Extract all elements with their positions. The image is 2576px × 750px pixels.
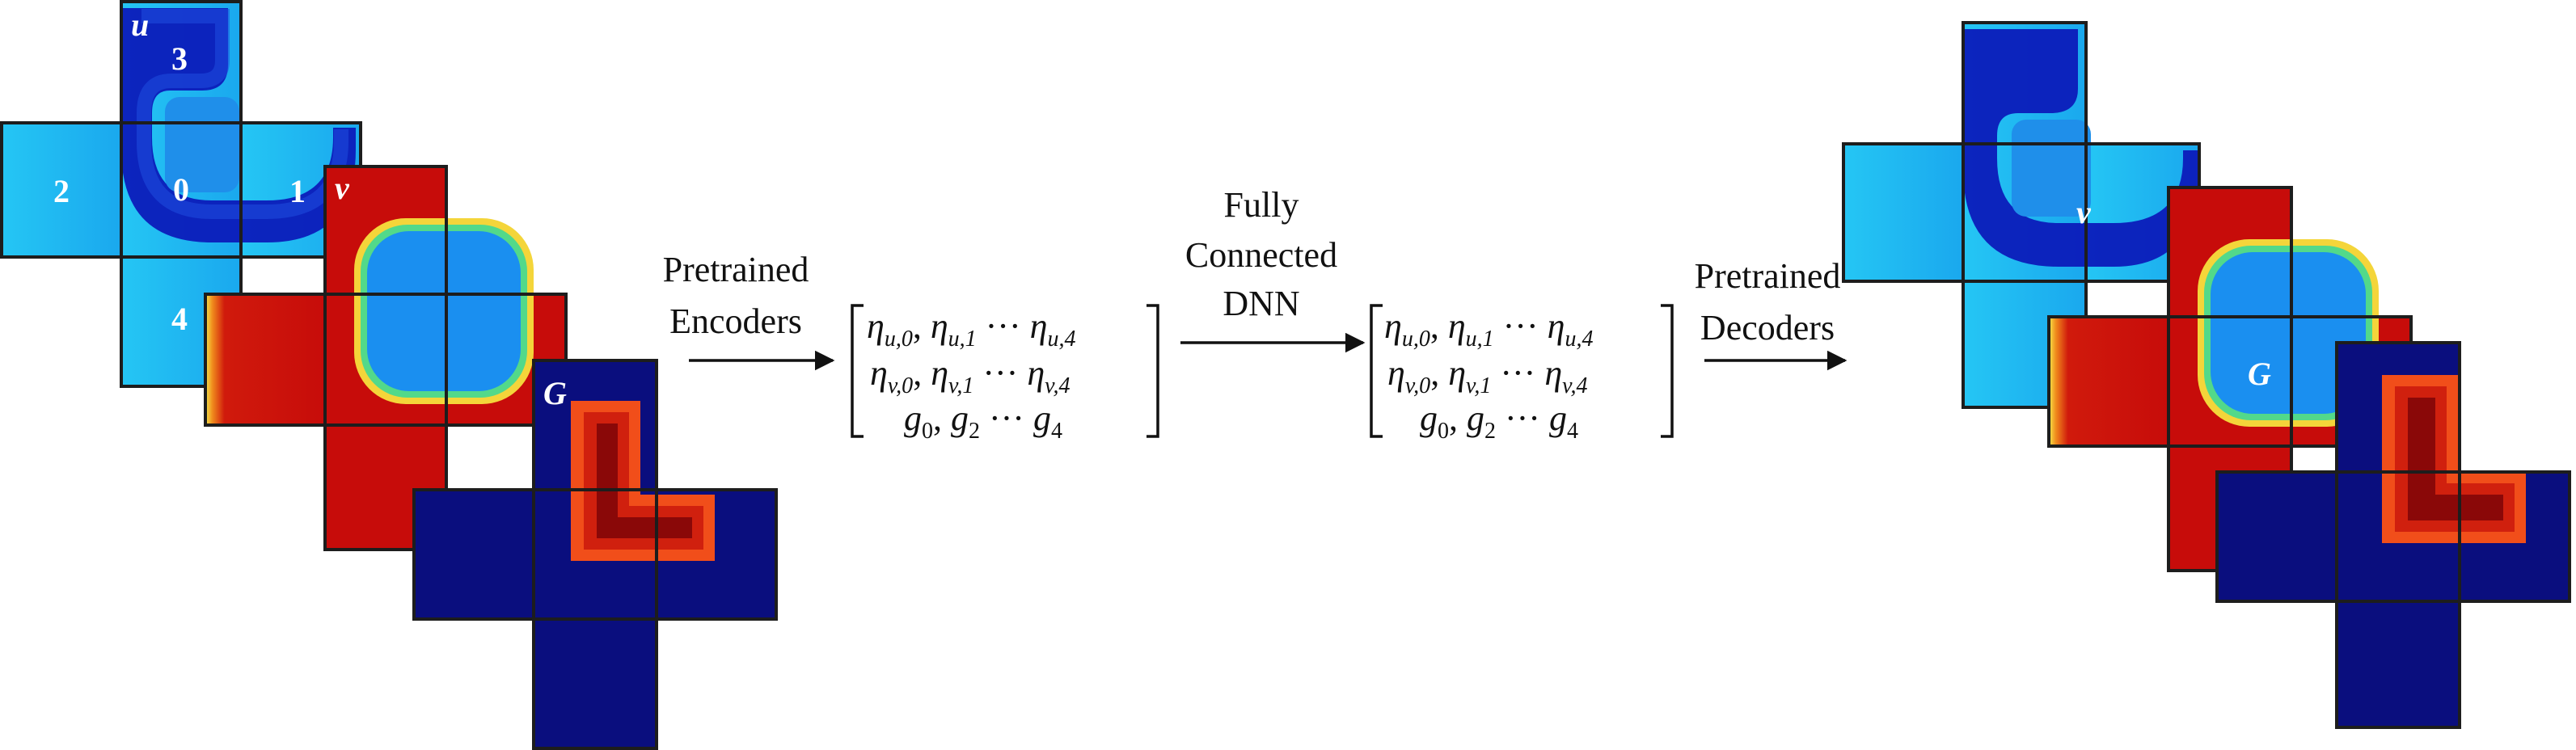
- output-v-field-label: v: [2076, 194, 2092, 230]
- dnn-caption-line1: Fully: [1224, 185, 1299, 225]
- decoder-stage: Pretrained Decoders: [1695, 256, 1848, 371]
- v-field-label: v: [335, 170, 350, 206]
- u-face-number-3: 3: [171, 40, 188, 77]
- latent2-row1-sym-b: η: [1448, 306, 1466, 346]
- dnn-stage: Fully Connected DNN: [1180, 185, 1366, 353]
- u-face-number-0: 0: [173, 171, 189, 208]
- latent1-row3-sub-b: 2: [969, 419, 980, 444]
- latent2-row2-sym-c: η: [1544, 353, 1562, 393]
- latent1-row2-sym-b: η: [931, 353, 948, 393]
- latent2-row2-sub-c: v,4: [1562, 373, 1587, 398]
- latent1-row3-dots: ···: [989, 398, 1024, 438]
- latent2-row1-sym-c: η: [1548, 306, 1565, 346]
- latent1-row2-sym-c: η: [1027, 353, 1045, 393]
- encoder-stage: Pretrained Encoders: [663, 250, 835, 371]
- svg-text:ηu,0, ηu,1 ··· ηu,4: ηu,0, ηu,1 ··· ηu,4: [1384, 306, 1593, 352]
- latent1-row1-sym-b: η: [931, 306, 948, 346]
- latent1-row1-sub-c: u,4: [1047, 327, 1075, 352]
- u-face-number-4: 4: [171, 301, 188, 337]
- latent1-row1-sym-c: η: [1030, 306, 1048, 346]
- latent-matrix-predicted: ηu,0, ηu,1 ··· ηu,4 ηv,0, ηv,1 ··· ηv,4 …: [1370, 304, 1674, 444]
- latent2-row2-sub-a: v,0: [1405, 373, 1430, 398]
- latent2-row2-sym-b: η: [1448, 353, 1466, 393]
- u-face-number-2: 2: [53, 173, 70, 209]
- output-g-field: G: [2215, 341, 2571, 729]
- latent-matrix-encoded: ηu,0, ηu,1 ··· ηu,4 ηv,0, ηv,1 ··· ηv,4 …: [851, 304, 1159, 444]
- decoder-caption-line1: Pretrained: [1695, 256, 1841, 296]
- latent1-row2-sym-a: η: [870, 353, 888, 393]
- latent1-row3-sym-a: g: [904, 398, 922, 438]
- latent1-row2-dots: ···: [982, 353, 1018, 393]
- latent1-row3-sub-a: 0: [922, 419, 933, 444]
- svg-text:ηu,0, ηu,1 ··· ηu,4: ηu,0, ηu,1 ··· ηu,4: [867, 306, 1075, 352]
- latent2-row3-sub-a: 0: [1438, 419, 1449, 444]
- dnn-caption-line2: Connected: [1185, 235, 1337, 275]
- latent2-row3-sub-b: 2: [1484, 419, 1496, 444]
- latent2-row1-dots: ···: [1503, 306, 1539, 346]
- u-face-number-1: 1: [289, 173, 306, 209]
- svg-text:ηv,0, ηv,1 ··· ηv,4: ηv,0, ηv,1 ··· ηv,4: [870, 353, 1071, 398]
- u-field-label: u: [131, 6, 149, 43]
- encoder-caption-line1: Pretrained: [663, 250, 809, 289]
- svg-text:g0, g2 ··· g4: g0, g2 ··· g4: [1420, 398, 1578, 444]
- latent1-row3-sym-c: g: [1033, 398, 1051, 438]
- input-u-field: u 3 2 0 1 4: [0, 0, 362, 388]
- latent2-row1-sub-c: u,4: [1565, 327, 1593, 352]
- decoder-caption-line2: Decoders: [1700, 308, 1835, 348]
- latent2-row2-dots: ···: [1500, 353, 1535, 393]
- output-g-field-label: G: [2248, 356, 2271, 392]
- svg-text:g0, g2 ··· g4: g0, g2 ··· g4: [904, 398, 1062, 444]
- latent2-row1-sym-a: η: [1384, 306, 1402, 346]
- encoder-caption-line2: Encoders: [669, 301, 802, 341]
- g-field-label: G: [543, 375, 567, 411]
- latent2-row3-dots: ···: [1505, 398, 1540, 438]
- input-v-field: v: [204, 165, 568, 551]
- latent1-row3-sym-b: g: [951, 398, 969, 438]
- latent2-row3-sub-c: 4: [1567, 419, 1578, 444]
- latent1-row2-sub-a: v,0: [888, 373, 913, 398]
- latent2-row3-sym-c: g: [1549, 398, 1567, 438]
- dnn-caption-line3: DNN: [1223, 284, 1299, 323]
- latent1-row1-sub-a: u,0: [885, 327, 913, 352]
- latent2-row2-sub-b: v,1: [1466, 373, 1491, 398]
- input-g-field: G: [412, 359, 778, 750]
- latent1-row3-sub-c: 4: [1051, 419, 1062, 444]
- svg-text:ηv,0, ηv,1 ··· ηv,4: ηv,0, ηv,1 ··· ηv,4: [1387, 353, 1588, 398]
- latent2-row1-sub-a: u,0: [1402, 327, 1430, 352]
- u-face-2: [2, 123, 121, 257]
- latent2-row1-sub-b: u,1: [1466, 327, 1494, 352]
- latent1-row1-sub-b: u,1: [948, 327, 977, 352]
- latent2-row3-sym-a: g: [1420, 398, 1438, 438]
- latent1-row1-sym-a: η: [867, 306, 885, 346]
- latent1-row2-sub-c: v,4: [1045, 373, 1070, 398]
- latent1-row2-sub-b: v,1: [948, 373, 973, 398]
- latent2-row3-sym-b: g: [1467, 398, 1484, 438]
- latent2-row2-sym-a: η: [1387, 353, 1405, 393]
- latent1-row1-dots: ···: [986, 306, 1021, 346]
- u-trough: [121, 8, 356, 242]
